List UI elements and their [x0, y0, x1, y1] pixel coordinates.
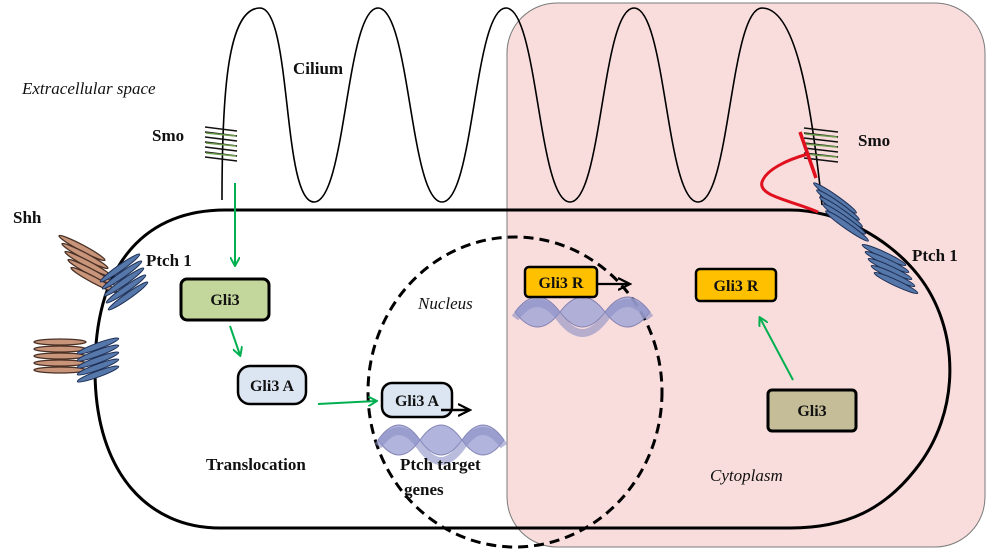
nucleus-envelope — [366, 235, 664, 549]
cilium — [221, 7, 823, 206]
gli3a-nuc-label: Gli3 A — [395, 393, 439, 410]
smo-right-receptor — [803, 127, 839, 163]
gli3-left-label: Gli3 — [210, 292, 239, 309]
dna-lower — [374, 424, 508, 465]
cytoplasm-label: Cytoplasm — [710, 466, 783, 485]
arrow-gli3-to-gli3a — [229, 325, 240, 355]
extracellular-label: Extracellular space — [21, 79, 156, 98]
gli3r-cyto-box — [694, 267, 778, 303]
ptch-left-label: Ptch 1 — [146, 251, 192, 270]
translocation-label: Translocation — [206, 455, 306, 474]
gli3r-nuc-box — [523, 265, 599, 299]
nucleus-label: Nucleus — [417, 294, 473, 313]
inhibition-line — [760, 152, 819, 214]
gli3-right-box — [766, 388, 858, 433]
smo-left-label: Smo — [152, 126, 184, 145]
smo-right-label: Smo — [858, 131, 890, 150]
gli3-right-label: Gli3 — [797, 403, 826, 420]
cell-membrane — [93, 208, 952, 530]
gli3r-nuc-label: Gli3 R — [539, 275, 584, 292]
dna-upper — [511, 296, 654, 337]
gli3-left-box — [179, 277, 271, 322]
shh-ligand-bottom — [33, 338, 87, 374]
ptch-right-lower-receptor — [861, 243, 919, 295]
gli3a-nuc-box — [380, 381, 454, 419]
cilium-label: Cilium — [293, 59, 343, 78]
ptch-right-label: Ptch 1 — [912, 246, 958, 265]
ptch-target-label: Ptch target — [400, 455, 481, 474]
shh-label: Shh — [13, 208, 42, 227]
gli3a-cyto-label: Gli3 A — [250, 378, 294, 395]
arrow-gli3-to-gli3r — [760, 318, 794, 381]
gli3a-cyto-box — [236, 364, 308, 406]
inhibition-bar — [798, 131, 818, 179]
ptch-left-receptor — [99, 253, 149, 311]
ptch-target-genes-label: genes — [404, 480, 444, 499]
gli3r-cyto-label: Gli3 R — [714, 278, 759, 295]
ptch-right-upper-receptor — [813, 182, 869, 242]
ptch-left-lower-receptor — [76, 337, 120, 383]
arrow-translocation — [317, 401, 376, 404]
smo-left-receptor — [204, 126, 238, 162]
